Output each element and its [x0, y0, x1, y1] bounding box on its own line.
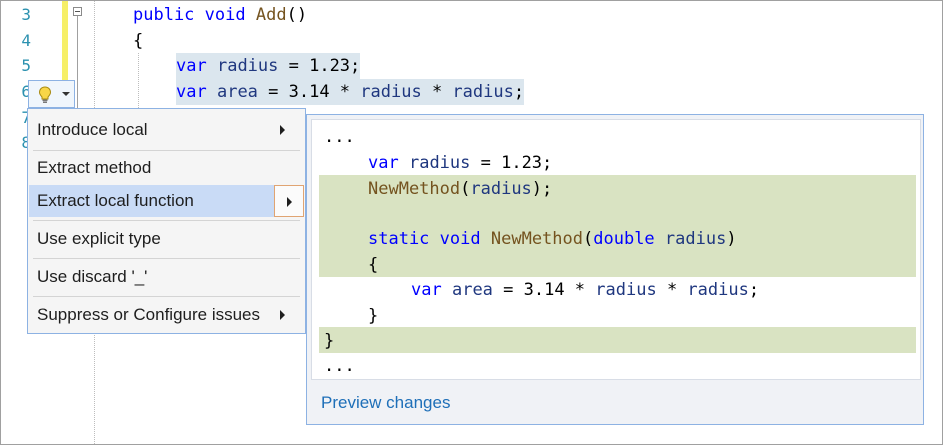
preview-line: NewMethod(radius);: [368, 179, 553, 199]
chevron-right-icon: [280, 310, 285, 320]
menu-item-use-discard[interactable]: Use discard '_': [37, 267, 148, 286]
added-code-highlight: [319, 226, 916, 277]
indent-guide: [138, 53, 139, 108]
menu-item-use-explicit-type[interactable]: Use explicit type: [37, 229, 161, 248]
preview-line: }: [324, 331, 335, 351]
line-number: 3: [21, 5, 31, 24]
preview-line: var area = 3.14 * radius * radius;: [411, 280, 760, 300]
code-line-4: {: [133, 31, 144, 51]
menu-item-introduce-local[interactable]: Introduce local: [29, 114, 304, 146]
lightbulb-icon: [38, 86, 52, 103]
menu-item-extract-local-function[interactable]: Extract local function: [29, 185, 304, 217]
caret-down-icon: [62, 92, 70, 96]
line-number: 7: [1, 105, 31, 131]
added-code-highlight: [319, 327, 916, 353]
line-number: 8: [1, 130, 31, 156]
preview-pane: ... var radius = 1.23; NewMethod(radius)…: [306, 114, 924, 425]
menu-separator: [33, 258, 300, 259]
chevron-right-icon: [280, 125, 285, 135]
preview-line: var radius = 1.23;: [368, 153, 553, 173]
quick-actions-menu: Introduce local Extract method Extract l…: [27, 108, 306, 334]
submenu-expand-button[interactable]: [274, 185, 304, 217]
code-line-5[interactable]: var radius = 1.23;: [176, 53, 361, 79]
menu-separator: [33, 150, 300, 151]
preview-line: static void NewMethod(double radius): [368, 229, 737, 249]
menu-separator: [33, 220, 300, 221]
preview-line: {: [368, 255, 379, 275]
menu-item-extract-method[interactable]: Extract method: [37, 158, 152, 177]
quick-actions-button[interactable]: [28, 80, 75, 108]
change-tracking-bar: [62, 1, 68, 107]
menu-separator: [33, 296, 300, 297]
code-line-6[interactable]: var area = 3.14 * radius * radius;: [176, 79, 525, 105]
line-number: 5: [21, 56, 31, 75]
preview-ellipsis-top: ...: [324, 127, 355, 147]
line-number: 4: [21, 31, 31, 50]
preview-ellipsis-bottom: ...: [324, 356, 355, 376]
line-number: 6: [21, 82, 31, 101]
preview-changes-link[interactable]: Preview changes: [321, 393, 451, 412]
code-line-3: public void Add(): [133, 5, 308, 25]
preview-line: }: [368, 306, 379, 326]
outline-line: [77, 16, 78, 111]
preview-code: ... var radius = 1.23; NewMethod(radius)…: [311, 119, 921, 380]
menu-item-suppress-or-configure[interactable]: Suppress or Configure issues: [29, 299, 304, 331]
chevron-right-icon: [287, 197, 292, 207]
collapse-icon[interactable]: [73, 7, 82, 16]
added-code-highlight: [319, 175, 916, 226]
